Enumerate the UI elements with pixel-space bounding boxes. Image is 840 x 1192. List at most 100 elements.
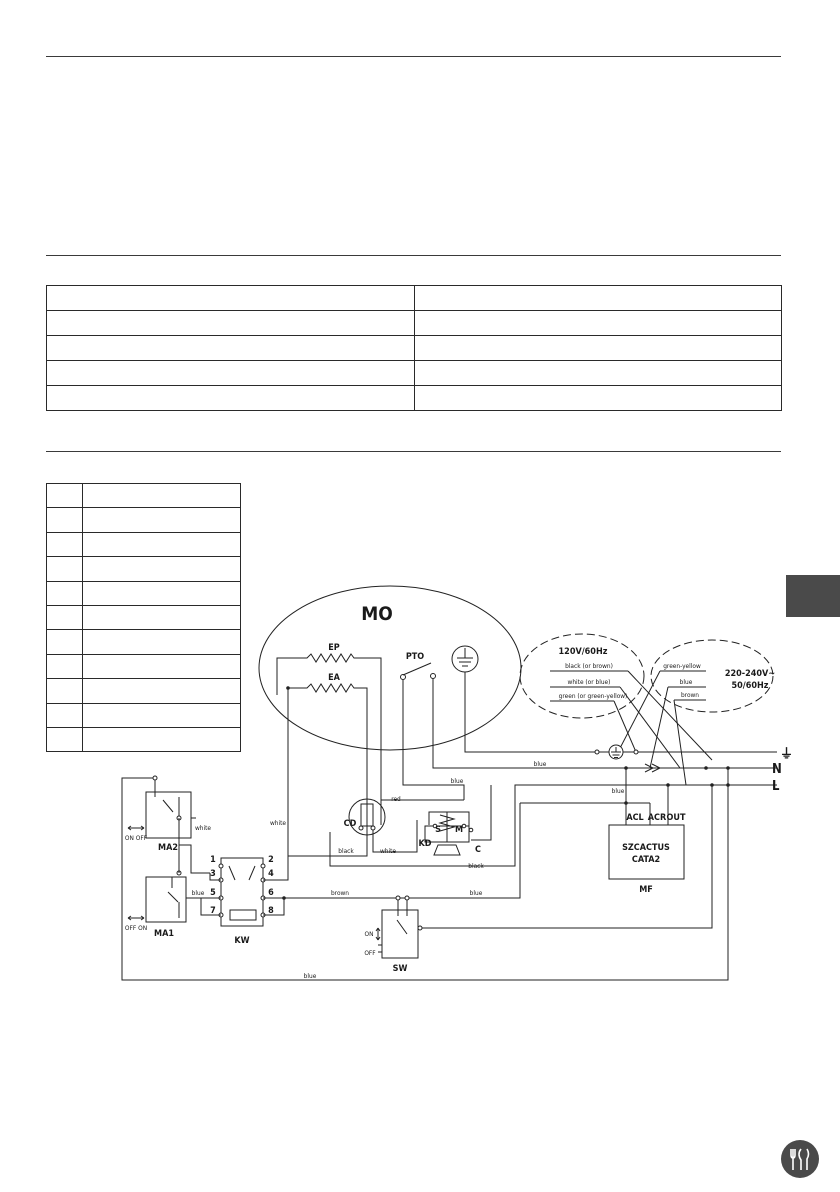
- ma2-onoff-label: ON OFF: [125, 834, 148, 842]
- double-arrow-icon: [127, 825, 145, 831]
- eu-wire-label: blue: [680, 678, 693, 686]
- junction: [624, 801, 628, 805]
- specification-table: [46, 285, 782, 411]
- pto-switch-blade: [402, 662, 432, 676]
- wire-ma2: [178, 818, 210, 874]
- junction: [594, 749, 600, 755]
- live-terminal: L: [772, 779, 780, 794]
- sw-terminal: [417, 925, 423, 931]
- wire-label: white: [195, 824, 211, 832]
- mo-title: MO: [361, 603, 393, 625]
- us-wire-label: black (or brown): [565, 662, 613, 670]
- junction: [282, 896, 286, 900]
- kw-pin: [260, 863, 266, 869]
- wire-label: black: [468, 862, 484, 870]
- kw-pin-label: 1: [210, 855, 216, 865]
- kd-contact: [432, 823, 438, 829]
- eu-wire-n: [649, 686, 669, 769]
- wire-label: blue: [534, 760, 547, 768]
- kw-label: KW: [234, 936, 249, 946]
- sw-on-label: ON: [365, 930, 374, 938]
- wire-cd-black: [288, 845, 368, 857]
- kw-pin-label: 5: [210, 888, 216, 898]
- wire-segment: [200, 898, 221, 916]
- eu-supply-ellipse: [650, 639, 774, 713]
- wire-label: blue: [192, 889, 205, 897]
- wire-kw-4: [263, 868, 289, 881]
- section-rule-1: [46, 255, 781, 256]
- junction: [633, 749, 639, 755]
- eu-wire-label: green-yellow: [663, 662, 701, 670]
- table-row: [46, 482, 241, 509]
- us-wire-l: [627, 670, 713, 761]
- junction: [624, 766, 628, 770]
- kw-pin-label: 6: [268, 888, 274, 898]
- us-wire-label: green (or green-yellow): [559, 692, 628, 700]
- ma1-switch[interactable]: [145, 876, 187, 923]
- wire-label: blue: [470, 889, 483, 897]
- table-row: [46, 556, 241, 582]
- us-wire-n: [619, 686, 681, 769]
- legend-table: [46, 482, 241, 753]
- sw-button: [378, 944, 383, 953]
- double-arrow-icon: [127, 915, 145, 921]
- ma2-switch[interactable]: [145, 791, 192, 839]
- sw-switch[interactable]: [381, 909, 419, 959]
- mf-out-label: OUT: [667, 813, 686, 823]
- pto-contact: [400, 674, 406, 680]
- mf-acl-label: ACL: [626, 813, 643, 823]
- table-row: [46, 310, 782, 336]
- wire-label: blue: [304, 972, 317, 980]
- kw-resistor: [229, 909, 257, 921]
- table-row: [46, 726, 241, 753]
- neutral-terminal: N: [772, 762, 782, 777]
- wire-cd-white: [372, 826, 418, 853]
- earth-icon: [457, 648, 473, 667]
- wire-sw-live: [420, 785, 713, 929]
- wire-segment: [209, 873, 221, 881]
- table-row: [46, 629, 241, 655]
- cd-body: [360, 803, 374, 827]
- ma1-offon-label: OFF ON: [125, 924, 147, 932]
- mf-module: [608, 824, 685, 880]
- junction: [395, 895, 401, 901]
- kd-m-label: M: [455, 825, 463, 835]
- kw-pin: [218, 863, 224, 869]
- table-row: [46, 678, 241, 704]
- eu-voltage-label: 50/60Hz: [732, 681, 769, 691]
- us-supply-ellipse: [519, 633, 645, 719]
- earth-terminal: ⏚: [780, 747, 793, 762]
- ep-label: EP: [328, 643, 340, 653]
- kd-s-label: S: [435, 825, 441, 835]
- earth-icon: [611, 747, 621, 758]
- table-row: [46, 604, 241, 631]
- wire-label: red: [391, 795, 401, 803]
- kd-label: KD: [419, 839, 432, 849]
- junction: [404, 895, 410, 901]
- mf-acr-label: ACR: [648, 813, 667, 823]
- kd-plunger: [433, 844, 461, 856]
- kd-contact: [468, 827, 474, 833]
- sw-label: SW: [393, 964, 408, 974]
- ma1-label: MA1: [154, 929, 174, 939]
- wire-blue-sw: [284, 803, 521, 899]
- mf-name: SZCACTUS: [622, 843, 670, 853]
- kw-pin-label: 7: [210, 906, 216, 916]
- cd-contact: [358, 825, 364, 831]
- chapter-side-tab: [786, 575, 840, 617]
- wire-earth: [464, 672, 777, 753]
- kw-relay[interactable]: [220, 857, 264, 927]
- mf-label: MF: [639, 885, 653, 895]
- kd-coil: [438, 812, 456, 842]
- cd-component: [348, 798, 386, 836]
- kw-pin-label: 8: [268, 906, 274, 916]
- wire-label: brown: [331, 889, 349, 897]
- wire-pto-s: [402, 680, 465, 800]
- wire-blue-bottom: [121, 768, 729, 981]
- table-row: [46, 335, 782, 361]
- junction: [666, 783, 670, 787]
- double-arrow-icon: [375, 927, 381, 941]
- sw-contact: [396, 898, 408, 935]
- top-rule: [46, 56, 781, 57]
